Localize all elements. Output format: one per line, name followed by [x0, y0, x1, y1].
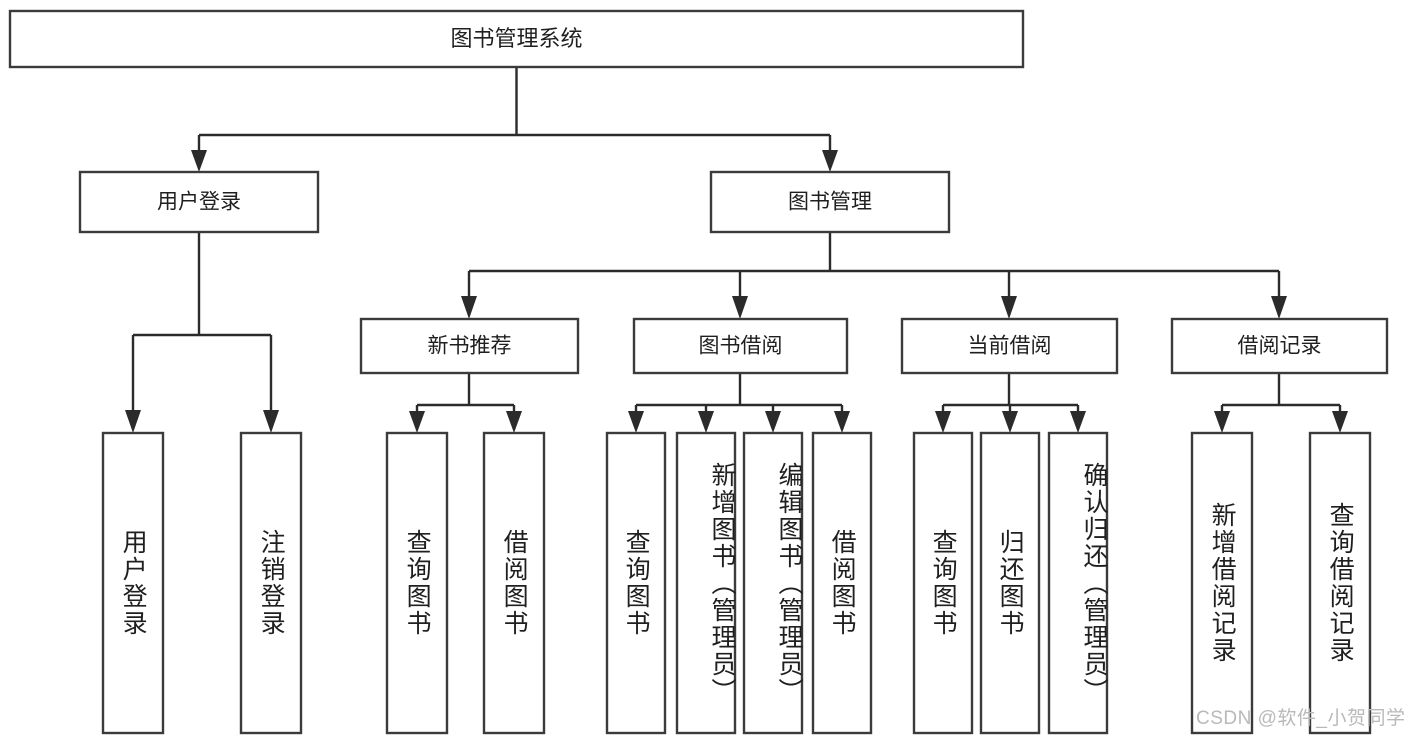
connector-group-newbookrec-children — [409, 373, 522, 433]
arrow-head-leaf-user-login — [125, 410, 141, 433]
connector-group-currentborrow-children — [935, 373, 1086, 433]
node-label-book-manage: 图书管理 — [788, 191, 872, 214]
arrow-head-leaf-add-record — [1214, 411, 1230, 433]
node-box-leaf-borrow-book-1[interactable] — [482, 431, 546, 735]
node-box-book-manage[interactable] — [709, 170, 951, 234]
node-label-user-login: 用户登录 — [157, 191, 241, 214]
node-label-current-borrow: 当前借阅 — [968, 335, 1052, 358]
arrow-head-leaf-query-book-2 — [628, 411, 644, 433]
connector-group-root-to-level1 — [191, 67, 838, 172]
node-box-leaf-user-login[interactable] — [101, 431, 165, 735]
node-box-leaf-query-record[interactable] — [1308, 431, 1372, 735]
csdn-watermark: CSDN @软件_小贺同学 — [1196, 708, 1405, 729]
arrow-head-leaf-borrow-book-2 — [834, 411, 850, 433]
connector-group-bookborrow-children — [628, 373, 850, 433]
connector-group-bookmanage-children — [461, 232, 1287, 319]
arrow-head-user-login — [191, 150, 207, 172]
arrow-head-leaf-edit-book — [765, 411, 781, 433]
node-box-root[interactable] — [8, 9, 1025, 69]
connector-group-borrowrecord-children — [1214, 373, 1348, 433]
arrow-head-book-manage — [822, 150, 838, 172]
node-box-book-borrow[interactable] — [632, 317, 849, 375]
node-label-book-borrow: 图书借阅 — [699, 335, 783, 358]
arrow-head-leaf-confirm-return — [1070, 411, 1086, 433]
arrow-head-leaf-add-book — [698, 411, 714, 433]
arrow-head-current-borrow — [1001, 296, 1017, 319]
node-box-new-book-recommend[interactable] — [359, 317, 580, 375]
node-box-leaf-return-book[interactable] — [979, 431, 1041, 735]
arrow-head-leaf-return-book — [1002, 411, 1018, 433]
arrow-head-leaf-borrow-book-1 — [506, 411, 522, 433]
node-box-leaf-query-book-1[interactable] — [385, 431, 449, 735]
node-box-leaf-confirm-return[interactable] — [1047, 431, 1109, 735]
node-label-root: 图书管理系统 — [450, 26, 582, 51]
node-box-current-borrow[interactable] — [900, 317, 1119, 375]
arrow-head-borrow-record — [1271, 296, 1287, 319]
arrow-head-leaf-query-book-3 — [935, 411, 951, 433]
arrow-head-leaf-logout — [263, 410, 279, 433]
node-box-leaf-query-book-2[interactable] — [605, 431, 667, 735]
connector-group-userlogin-children — [125, 232, 279, 433]
node-box-leaf-add-book[interactable] — [675, 431, 737, 735]
node-box-leaf-query-book-3[interactable] — [912, 431, 974, 735]
node-box-leaf-logout[interactable] — [239, 431, 303, 735]
arrow-head-new-book-rec — [461, 296, 477, 319]
node-box-leaf-add-record[interactable] — [1190, 431, 1254, 735]
node-label-new-book-recommend: 新书推荐 — [428, 335, 512, 358]
node-box-borrow-record[interactable] — [1170, 317, 1389, 375]
arrow-head-book-borrow — [732, 296, 748, 319]
arrow-head-leaf-query-book-1 — [409, 411, 425, 433]
node-label-borrow-record: 借阅记录 — [1238, 335, 1322, 358]
node-box-user-login[interactable] — [78, 170, 320, 234]
node-box-leaf-borrow-book-2[interactable] — [811, 431, 873, 735]
arrow-head-leaf-query-record — [1332, 411, 1348, 433]
node-box-leaf-edit-book[interactable] — [742, 431, 804, 735]
